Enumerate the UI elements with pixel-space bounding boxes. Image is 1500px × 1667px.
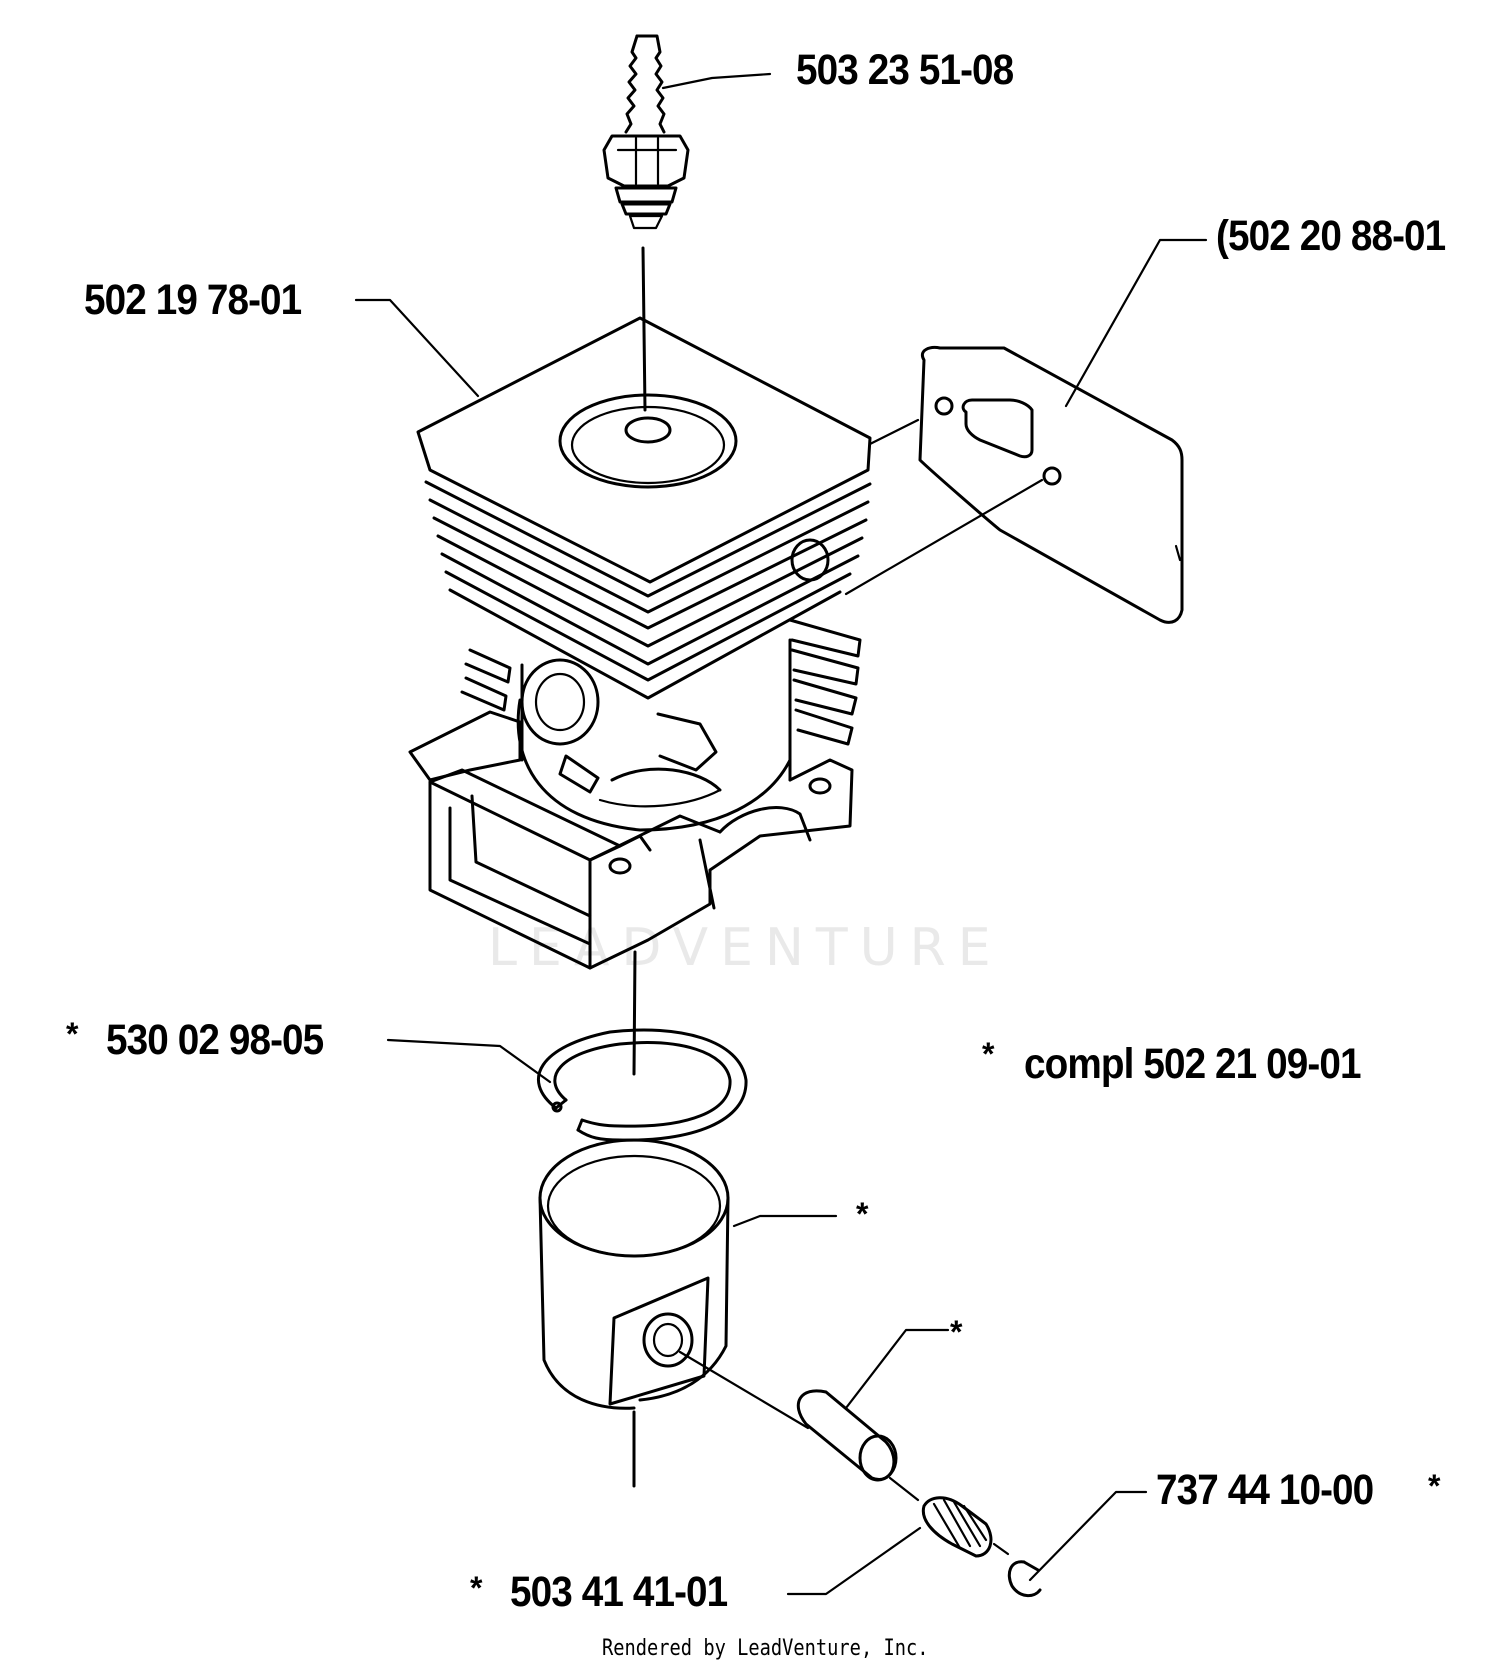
piston-ring-drawing (537, 1028, 748, 1142)
gasket-label[interactable]: 502 20 88-01 (1228, 212, 1446, 260)
complete-set-label[interactable]: compl 502 21 09-01 (1024, 1040, 1362, 1088)
cylinder-label[interactable]: 502 19 78-01 (84, 276, 302, 324)
bearing-drawing (921, 1496, 1010, 1558)
piston-ring-label[interactable]: 530 02 98-05 (106, 1016, 324, 1064)
circlip-label[interactable]: 737 44 10-00 (1156, 1466, 1374, 1514)
piston-pin-star[interactable]: * (950, 1314, 963, 1350)
spark-plug-drawing (602, 34, 690, 412)
cylinder-drawing (408, 316, 872, 1076)
bearing-label[interactable]: 503 41 41-01 (510, 1568, 728, 1616)
bearing-star: * (470, 1570, 483, 1606)
footer-credit: Rendered by LeadVenture, Inc. (602, 1636, 929, 1661)
piston-pin-drawing (796, 1389, 920, 1502)
watermark: LEADVENTURE (488, 918, 1003, 978)
piston-ring-star: * (66, 1016, 79, 1052)
circlip-star: * (1428, 1468, 1441, 1504)
complete-set-star: * (982, 1036, 995, 1072)
spark-plug-label[interactable]: 503 23 51-08 (796, 46, 1014, 94)
leader-lines (354, 72, 1208, 1596)
piston-drawing (538, 1138, 810, 1488)
circlip-drawing (1007, 1560, 1042, 1597)
piston-star[interactable]: * (856, 1196, 869, 1232)
gasket-label-prefix: ( (1216, 212, 1229, 260)
gasket-drawing (844, 346, 1184, 624)
